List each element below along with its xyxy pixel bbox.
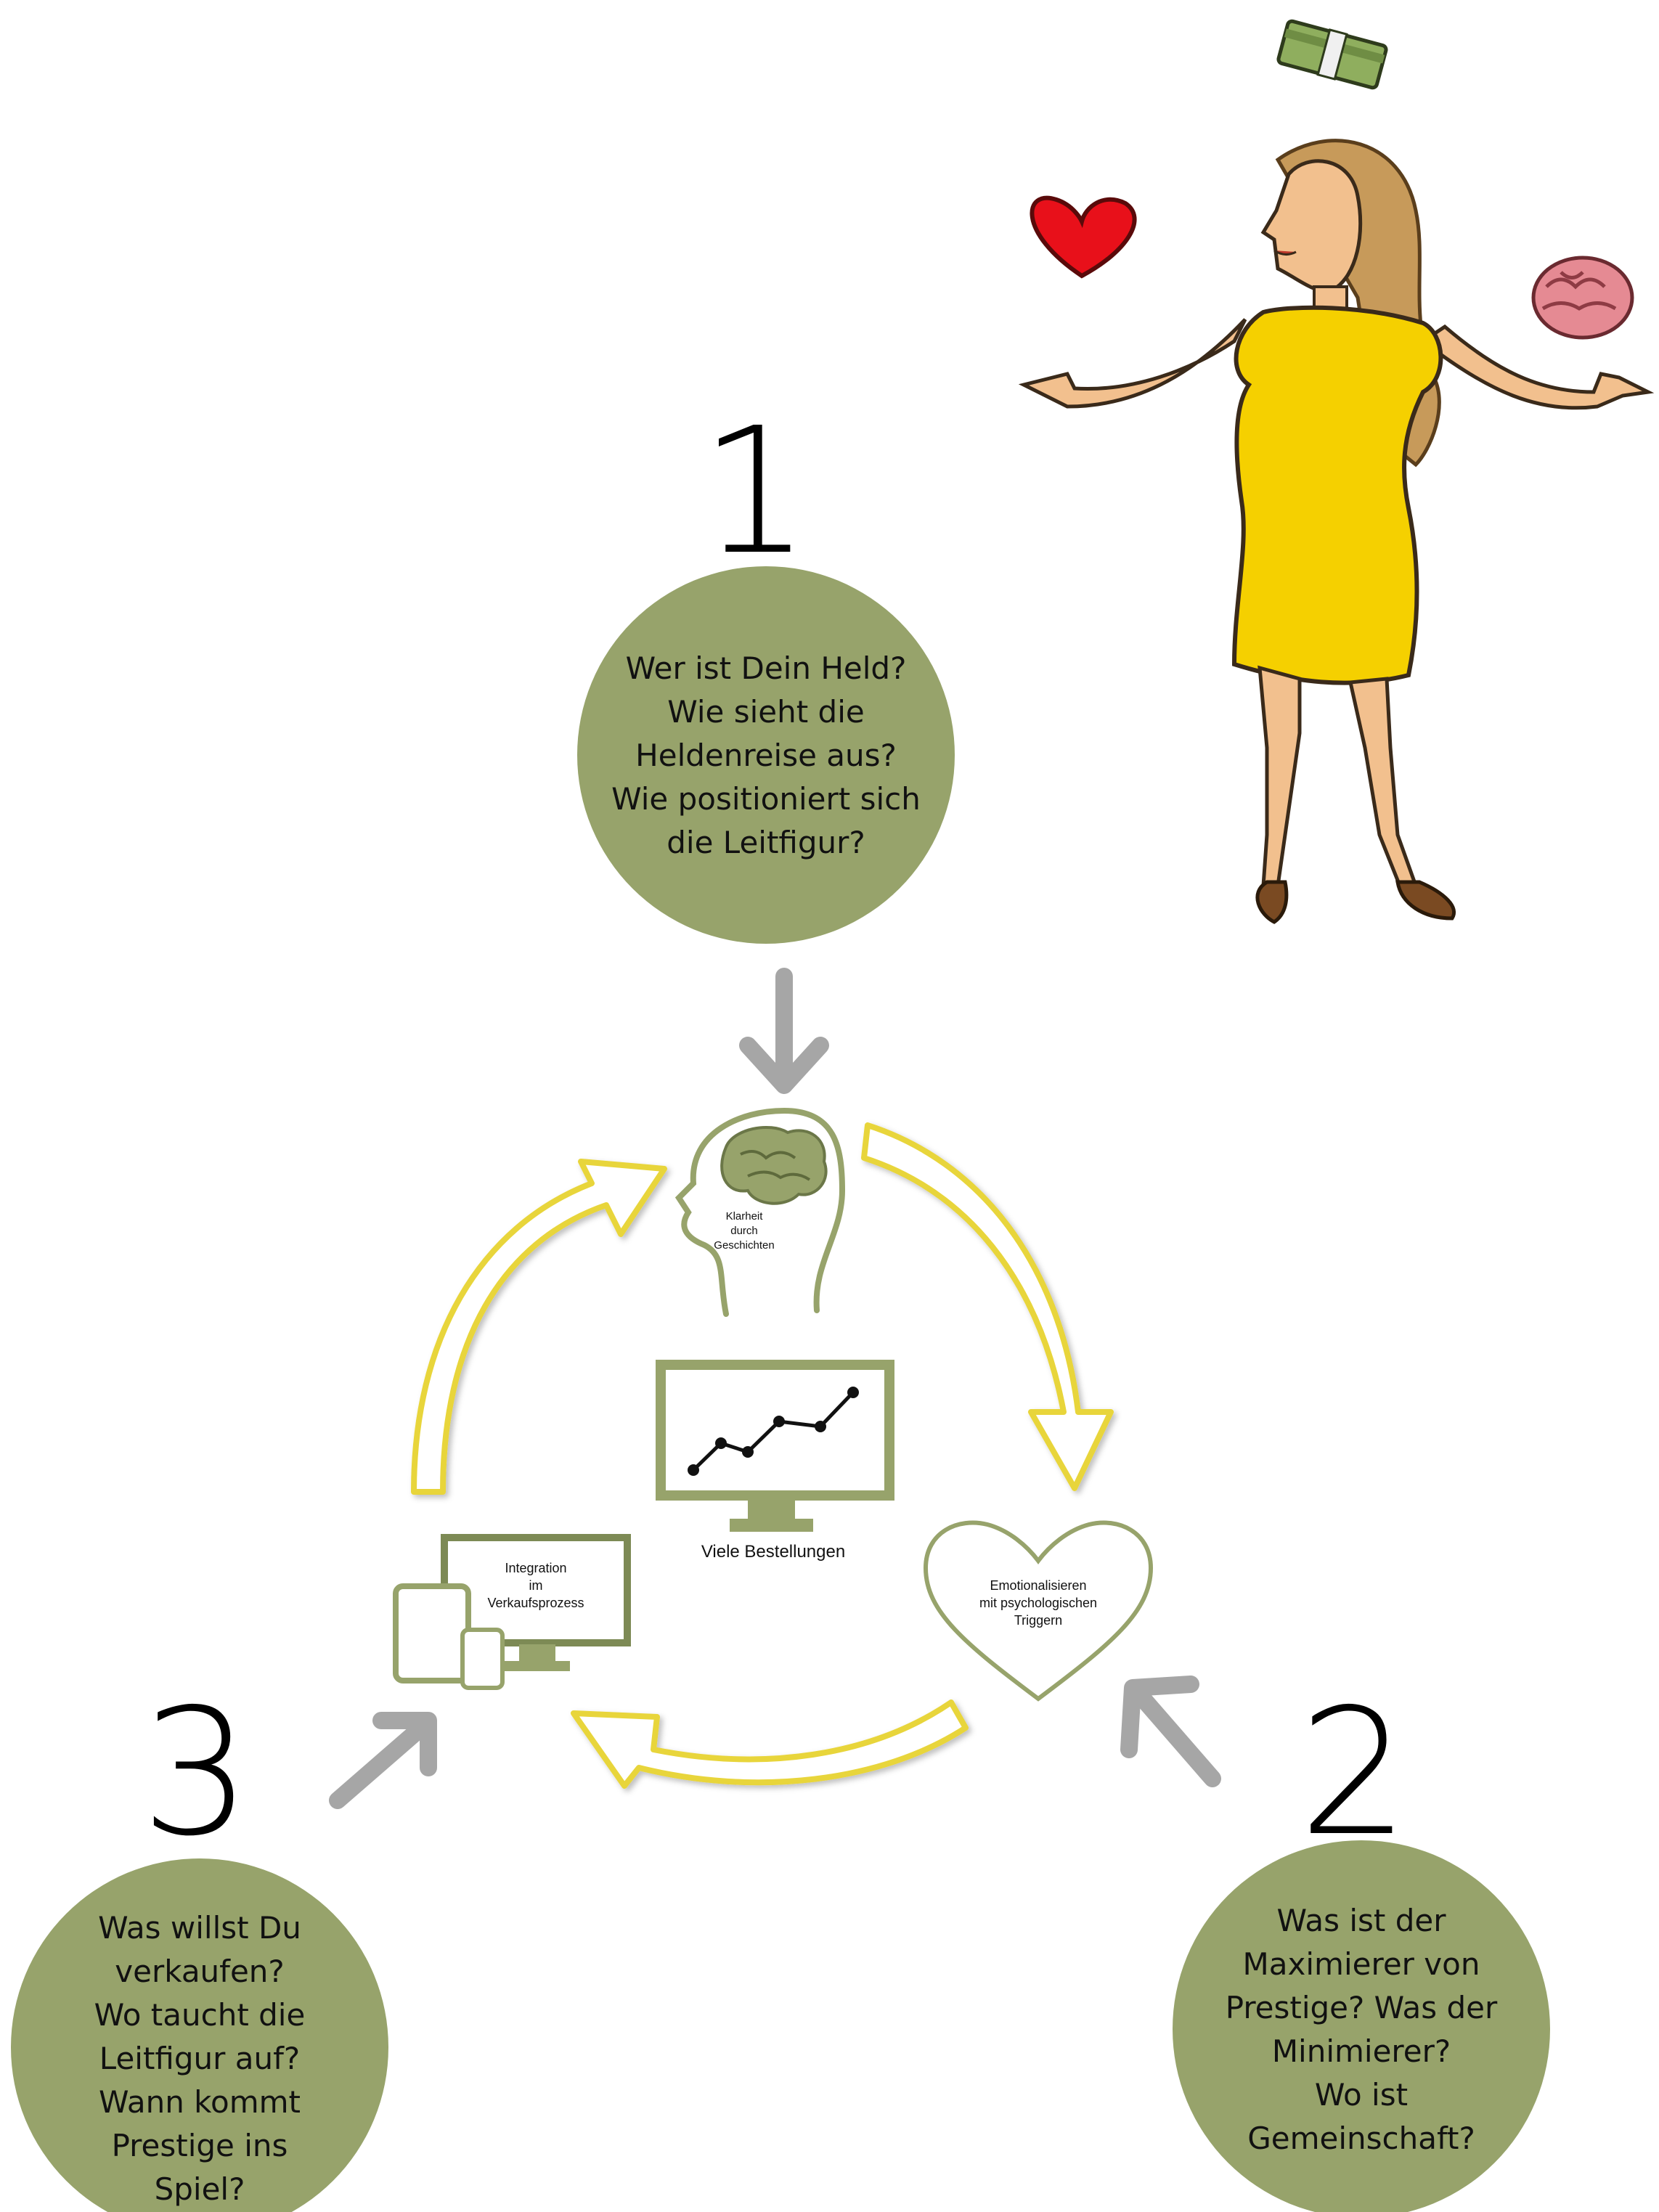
devices-label-line: im: [529, 1578, 543, 1593]
step-2-line: Was ist der: [1277, 1903, 1447, 1938]
head-brain-icon: Klarheit durch Geschichten: [674, 1107, 846, 1317]
step-2-line: Prestige? Was der: [1226, 1990, 1498, 2025]
step-1-line: die Leitfigur?: [667, 825, 865, 860]
step-2-line: Wo ist: [1315, 2077, 1408, 2113]
head-label-line: durch: [730, 1225, 758, 1237]
step-1-number: 1: [700, 390, 811, 593]
head-label-line: Klarheit: [726, 1210, 764, 1223]
step-3-number: 3: [141, 1671, 252, 1874]
woman-illustration: [1018, 19, 1655, 924]
step-3-line: Prestige ins: [112, 2128, 288, 2163]
devices-label-line: Verkaufsprozess: [487, 1596, 584, 1610]
step-3-line: Wo taucht die: [94, 1997, 306, 2033]
devices-label-line: Integration: [505, 1561, 566, 1575]
heart-label-line: Emotionalisieren: [990, 1578, 1086, 1593]
step-1-circle: [577, 566, 955, 944]
arrow-step-1: [739, 968, 829, 1094]
step-3-line: Spiel?: [155, 2171, 245, 2207]
step-2-line: Gemeinschaft?: [1247, 2121, 1475, 2156]
money-icon: [1276, 19, 1388, 90]
head-label-line: Geschichten: [714, 1239, 774, 1252]
devices-icon: Integration im Verkaufsprozess: [393, 1534, 631, 1690]
step-3-line: Leitfigur auf?: [99, 2041, 300, 2076]
step-1-line: Wer ist Dein Held?: [626, 650, 907, 686]
step-3-line: Was willst Du: [98, 1910, 301, 1946]
step-2-text: Was ist der Maximierer von Prestige? Was…: [1226, 1903, 1498, 2156]
arrow-step-2: [1120, 1676, 1221, 1787]
step-1-line: Heldenreise aus?: [635, 738, 897, 773]
step-3-text: Was willst Du verkaufen? Wo taucht die L…: [94, 1910, 306, 2207]
step-2-line: Maximierer von: [1243, 1946, 1480, 1982]
step-3-circle: [11, 1858, 388, 2212]
heart-label-line: mit psychologischen: [979, 1596, 1097, 1610]
monitor-chart-icon: Viele Bestellungen: [656, 1360, 894, 1562]
step-3-line: verkaufen?: [115, 1954, 284, 1989]
step-2-line: Minimierer?: [1272, 2033, 1451, 2069]
step-1-line: Wie sieht die: [667, 694, 864, 730]
brain-icon: [1531, 256, 1634, 340]
step-2-circle: [1173, 1840, 1550, 2212]
heart-outline-icon: Emotionalisieren mit psychologischen Tri…: [923, 1520, 1154, 1702]
heart-label-line: Triggern: [1014, 1613, 1062, 1628]
step-1-line: Wie positioniert sich: [611, 781, 921, 817]
step-3-line: Wann kommt: [99, 2084, 301, 2120]
step-1-text: Wer ist Dein Held? Wie sieht die Heldenr…: [611, 650, 921, 860]
cycle-arrow-left: [411, 1159, 667, 1495]
step-2-number: 2: [1299, 1671, 1410, 1874]
cycle-arrow-bottom: [571, 1699, 969, 1789]
arrow-step-3: [329, 1712, 437, 1809]
cycle-arrow-top-right: [861, 1122, 1114, 1491]
center-label: Viele Bestellungen: [701, 1542, 845, 1562]
heart-icon: [1030, 195, 1137, 279]
